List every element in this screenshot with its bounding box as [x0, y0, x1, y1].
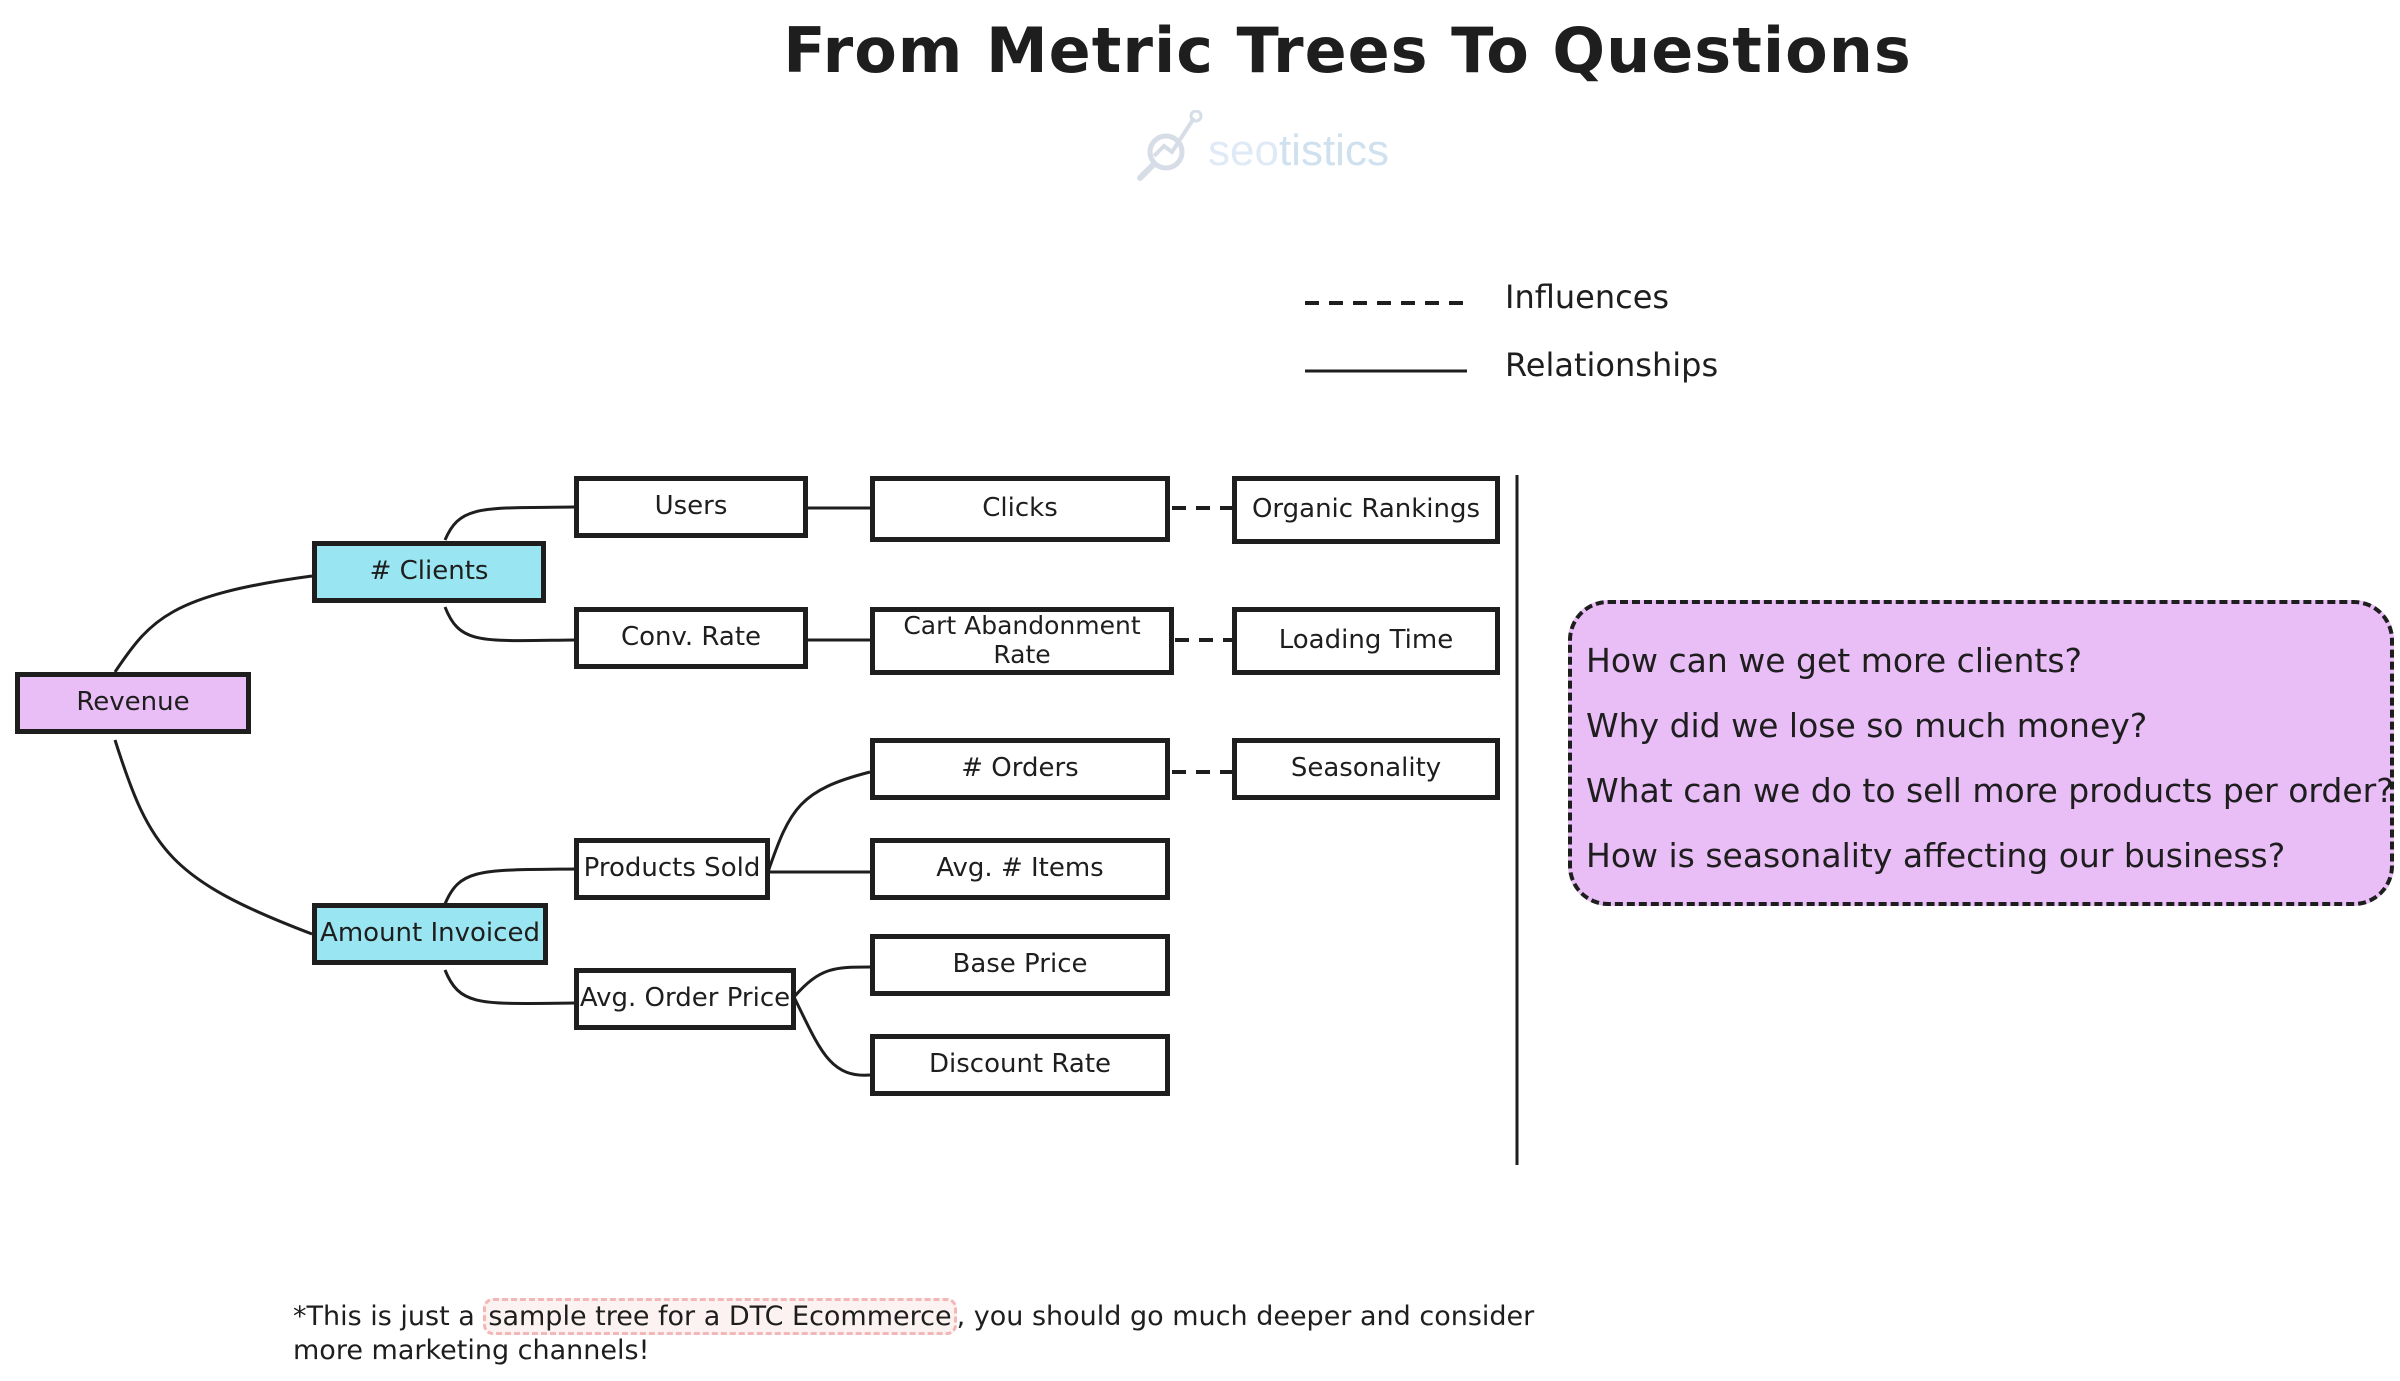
- footnote-text: , you should go much deeper and consider…: [293, 1301, 1535, 1366]
- node-clients[interactable]: # Clients: [312, 541, 546, 603]
- footnote-highlight: sample tree for a DTC Ecommerce: [483, 1298, 957, 1335]
- edge-clients-users: [443, 505, 576, 541]
- questions-box: How can we get more clients? Why did we …: [1568, 600, 2394, 906]
- logo-wordmark: seotistics: [1208, 126, 1389, 175]
- node-clicks[interactable]: Clicks: [870, 476, 1170, 542]
- edge-revenue-amount: [113, 739, 313, 936]
- node-amount-invoiced[interactable]: Amount Invoiced: [312, 903, 548, 965]
- node-products-sold[interactable]: Products Sold: [574, 838, 770, 900]
- chart-line-icon: [1137, 109, 1203, 181]
- edge-amount-products: [443, 867, 576, 905]
- node-users[interactable]: Users: [574, 476, 808, 538]
- node-discount-rate[interactable]: Discount Rate: [870, 1034, 1170, 1096]
- question-item: How can we get more clients?: [1586, 641, 2083, 680]
- footnote-text: *This is just a: [293, 1301, 484, 1332]
- seotistics-logo: seotistics: [1132, 109, 1432, 190]
- edge-clients-convrate: [443, 606, 576, 643]
- question-item: How is seasonality affecting our busines…: [1586, 836, 2286, 875]
- node-base-price[interactable]: Base Price: [870, 934, 1170, 996]
- node-organic-rankings[interactable]: Organic Rankings: [1232, 476, 1500, 544]
- edge-aop-base: [792, 965, 871, 998]
- node-avg-items[interactable]: Avg. # Items: [870, 838, 1170, 900]
- legend-relationships: Relationships: [1505, 346, 1719, 384]
- node-seasonality[interactable]: Seasonality: [1232, 738, 1500, 800]
- node-avg-order-price[interactable]: Avg. Order Price: [574, 968, 796, 1030]
- edge-products-orders: [766, 770, 871, 873]
- edge-revenue-clients: [113, 574, 313, 673]
- legend-influences: Influences: [1505, 278, 1670, 316]
- node-loading-time[interactable]: Loading Time: [1232, 607, 1500, 675]
- node-cart-abandonment-rate[interactable]: Cart Abandonment Rate: [870, 607, 1174, 675]
- edge-aop-discount: [792, 996, 871, 1077]
- question-item: What can we do to sell more products per…: [1586, 771, 2394, 810]
- question-item: Why did we lose so much money?: [1586, 706, 2148, 745]
- page-title: From Metric Trees To Questions: [783, 14, 1912, 87]
- node-orders[interactable]: # Orders: [870, 738, 1170, 800]
- node-conv-rate[interactable]: Conv. Rate: [574, 607, 808, 669]
- edge-amount-aop: [443, 969, 576, 1005]
- footnote: *This is just a sample tree for a DTC Ec…: [293, 1298, 1553, 1368]
- node-revenue[interactable]: Revenue: [15, 672, 251, 734]
